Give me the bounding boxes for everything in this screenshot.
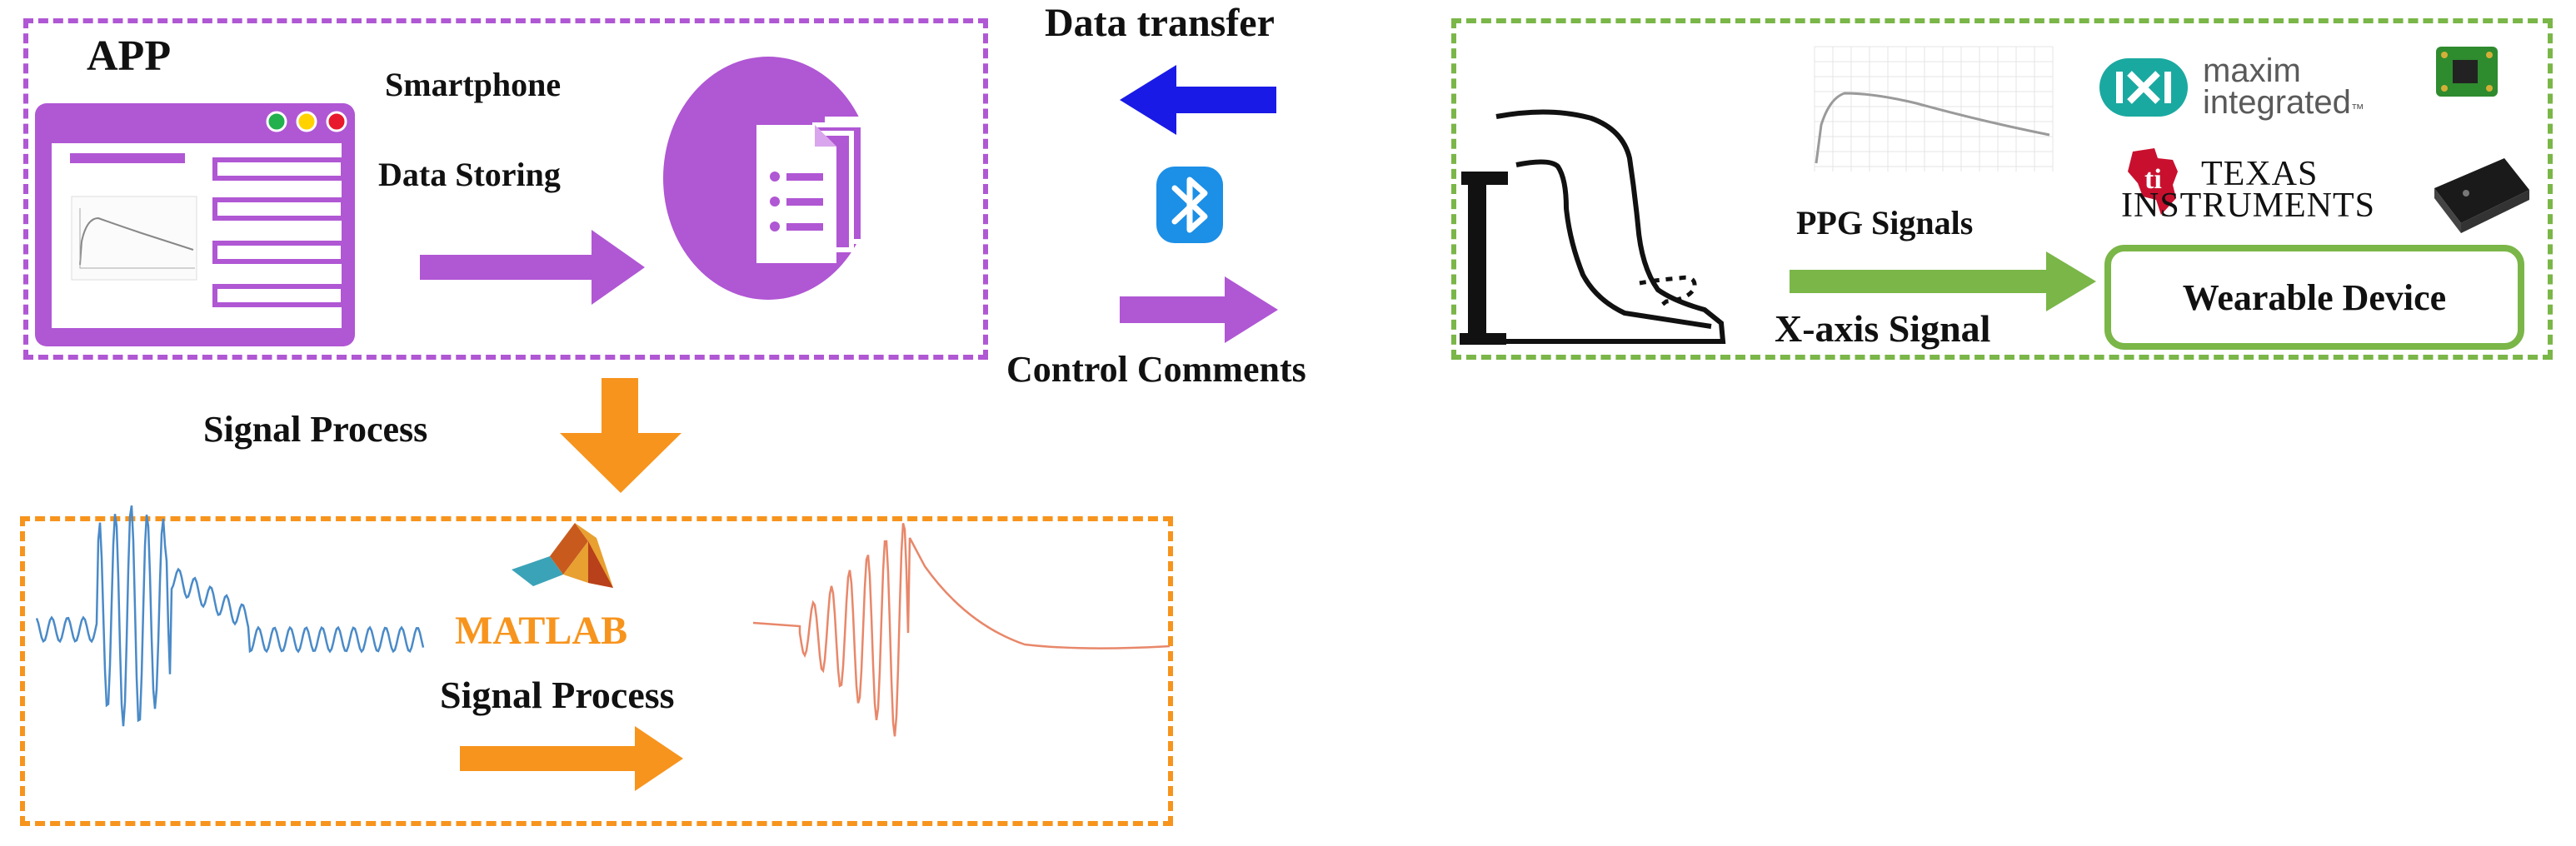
app-panel [23,18,988,360]
ppg-signals-label: PPG Signals [1796,204,1974,241]
maxim-tm: ™ [2350,102,2364,117]
ti-wordmark: TEXAS INSTRUMENTS [2121,155,2376,225]
smartphone-label: Smartphone [385,66,562,103]
finger-sensor-sketch [1460,109,1726,345]
wearable-device-label: Wearable Device [2182,276,2447,318]
data-storing-label: Data Storing [378,156,561,193]
ppg-signal-arrow [1790,251,2096,311]
matlab-process-arrow [460,726,683,791]
matlab-label: MATLAB [455,609,628,653]
app-title: APP [87,32,172,80]
signal-process-panel [20,516,1173,826]
data-transfer-label: Data transfer [1045,1,1275,45]
storing-arrow [420,230,645,305]
matlab-signal-process-label: Signal Process [440,674,675,716]
data-transfer-arrow [1120,65,1276,135]
raw-signal-plot [35,505,425,727]
maxim-line1: maxim [2203,52,2301,89]
app-window-icon [35,103,355,346]
x-axis-signal-label: X-axis Signal [1775,307,1991,350]
wearable-device-box: Wearable Device [2104,245,2524,350]
signal-process-arrow [560,378,681,493]
maxim-wordmark: maxim integrated™ [2203,52,2364,126]
signal-process-label: Signal Process [203,409,428,450]
matlab-logo [512,523,613,588]
ti-logo-icon: ti [2128,148,2178,215]
filtered-signal-plot [752,522,1171,737]
app-mini-plot [71,196,197,281]
maxim-logo [2099,58,2188,117]
bluetooth-icon [1156,167,1223,243]
maxim-line2: integrated [2203,84,2351,121]
document-storage-icon [663,57,875,300]
chip-icon [2434,158,2529,233]
sensor-board-icon [2436,47,2498,97]
ti-line2: INSTRUMENTS [2121,187,2376,225]
control-comments-label: Control Comments [1006,349,1306,390]
device-panel [1451,18,2553,360]
control-comments-arrow [1120,276,1278,343]
svg-text:ti: ti [2144,164,2162,195]
ppg-mini-plot [1814,46,2054,172]
ti-line1: TEXAS [2201,155,2319,193]
